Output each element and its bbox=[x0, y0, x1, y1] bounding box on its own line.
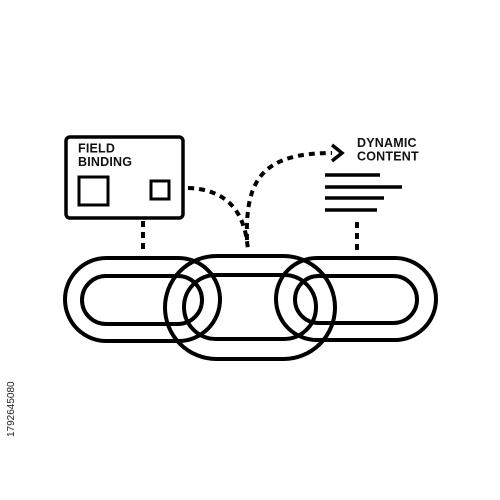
chain-link-icon bbox=[63, 254, 438, 361]
arrow-right-icon bbox=[330, 143, 345, 163]
chain-link-left-inner bbox=[80, 274, 204, 326]
chain-link-middle-outer bbox=[163, 254, 337, 361]
binding-curve-dashed bbox=[187, 186, 250, 253]
chain-link-middle-inner bbox=[182, 273, 318, 341]
small-field-square-icon bbox=[149, 179, 171, 201]
connectors bbox=[141, 143, 359, 253]
field-binding-title-line1: FIELD bbox=[78, 142, 115, 156]
chain-link-right-outer bbox=[274, 256, 438, 342]
text-lines-icon bbox=[325, 173, 402, 212]
dynamic-content-title-line2: CONTENT bbox=[357, 150, 419, 164]
dynamic-content-title-line1: DYNAMIC bbox=[357, 136, 417, 150]
dynamic-content-block: DYNAMIC CONTENT bbox=[325, 136, 419, 212]
binding-to-content-arrow-path bbox=[244, 151, 333, 241]
side-id-text: 1792645080 bbox=[6, 381, 17, 437]
large-field-square-icon bbox=[77, 175, 110, 207]
field-binding-title-line2: BINDING bbox=[78, 155, 132, 169]
chain-link-left-outer bbox=[63, 256, 222, 343]
field-binding-card: FIELD BINDING bbox=[64, 135, 185, 220]
chain-link-right-inner bbox=[293, 274, 419, 325]
field-binding-card-frame bbox=[64, 135, 185, 220]
